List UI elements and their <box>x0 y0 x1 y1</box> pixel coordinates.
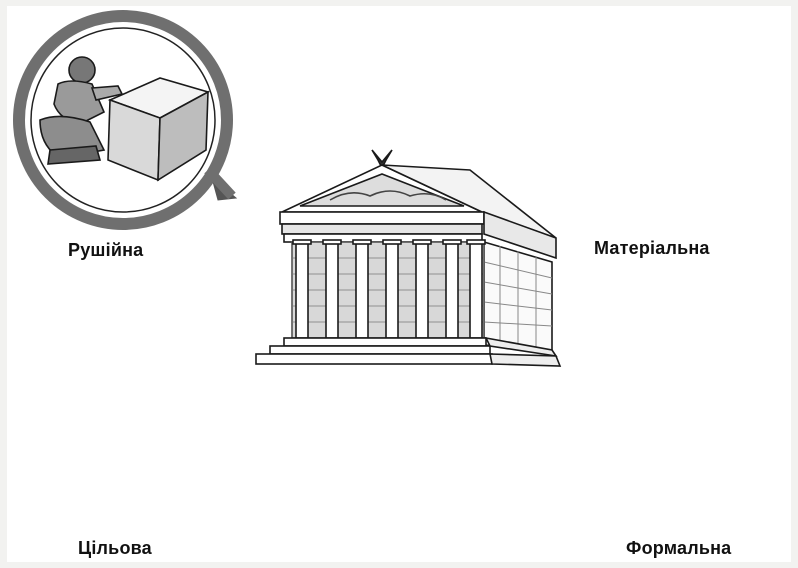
greek-temple-icon <box>255 149 562 367</box>
label-bottom-right: Формальна <box>626 538 732 558</box>
sculptor-carving-stone-icon <box>39 56 211 182</box>
label-top-left: Рушійна <box>68 240 144 260</box>
top-left-cause-node <box>13 10 238 230</box>
label-bottom-left: Цільова <box>78 538 152 558</box>
top-left-ring <box>13 10 233 230</box>
label-top-right: Матеріальна <box>594 238 710 258</box>
